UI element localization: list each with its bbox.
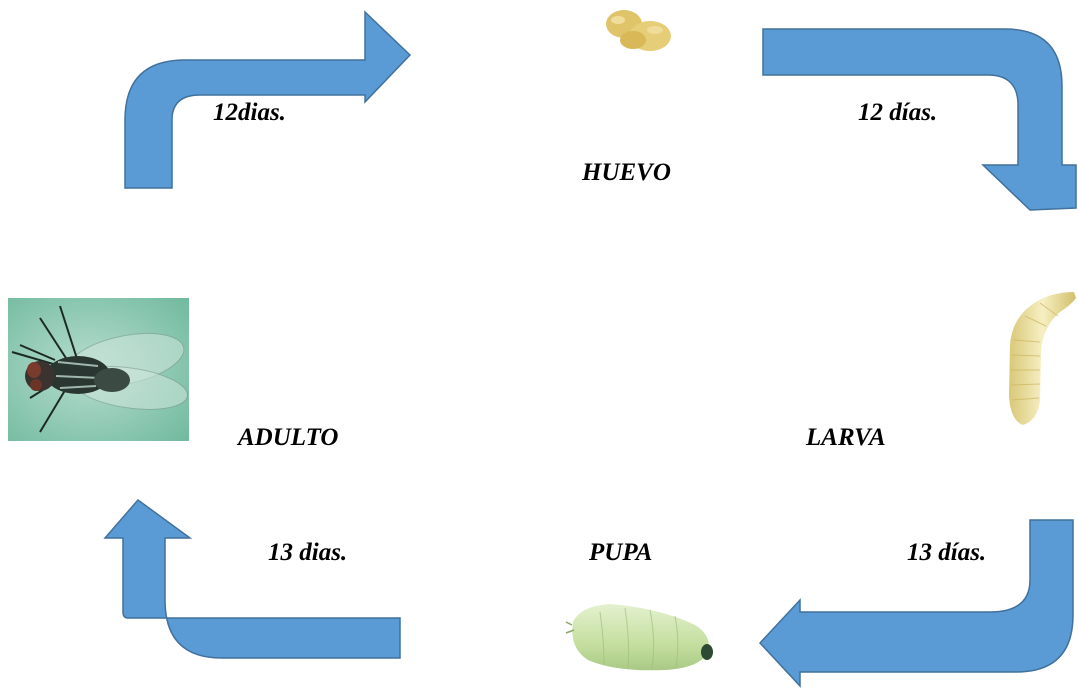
pupa-image [566,604,713,670]
duration-label-egg-to-larva: 12 días. [858,100,937,125]
duration-label-adult-to-egg: 12dias. [213,100,286,125]
stage-label-larva: LARVA [806,425,886,450]
duration-label-larva-to-pupa: 13 días. [907,540,986,565]
stage-label-adult: ADULTO [238,425,338,450]
egg-cluster-image [606,10,671,51]
arrow-pupa-to-adult [105,500,400,658]
adult-fly-photo [8,298,190,441]
stage-label-pupa: PUPA [589,540,652,565]
stage-label-egg: HUEVO [582,160,671,185]
larva-image [1009,292,1076,425]
duration-label-pupa-to-adult: 13 dias. [268,540,347,565]
